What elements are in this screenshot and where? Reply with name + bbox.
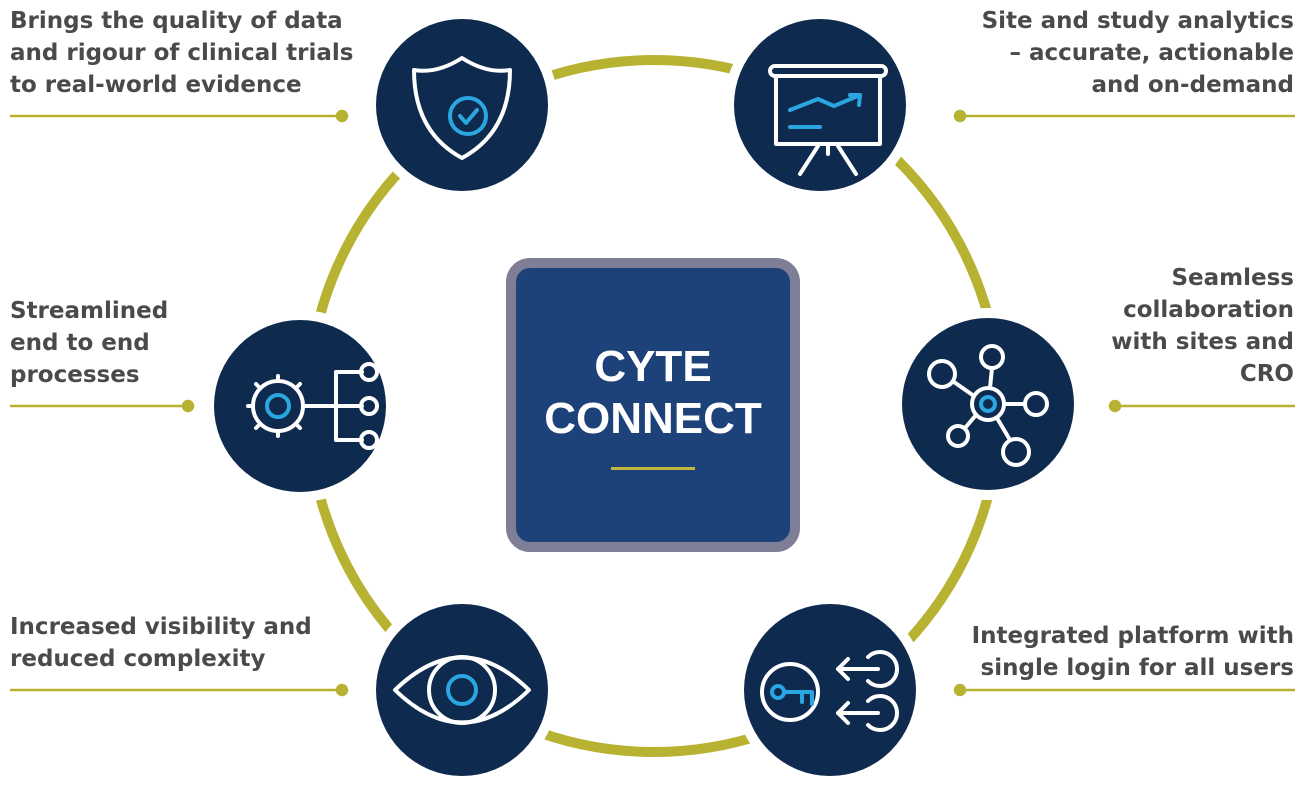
feature-label-line: Site and study analytics: [981, 8, 1294, 34]
node-eye: [366, 594, 558, 786]
node-key: [734, 594, 926, 786]
feature-label-line: Seamless: [1171, 265, 1294, 291]
node-hub: [892, 308, 1084, 500]
feature-label-line: Integrated platform with: [971, 623, 1294, 649]
feature-label-line: CRO: [1239, 361, 1294, 387]
feature-label-line: Brings the quality of data: [10, 8, 343, 34]
node-gear: [204, 310, 396, 502]
center-title: CYTE CONNECT: [544, 341, 762, 445]
node-shield: [366, 9, 558, 201]
feature-label-line: and on-demand: [1091, 72, 1294, 98]
feature-label-line: Increased visibility and: [10, 614, 312, 640]
key-login-icon: [760, 650, 900, 732]
node-presentation: [724, 9, 916, 201]
feature-label-line: Streamlined: [10, 298, 169, 324]
center-box: CYTE CONNECT: [506, 258, 800, 552]
gear-network-icon: [246, 362, 379, 450]
feature-label-data-quality: Brings the quality of data and rigour of…: [10, 5, 353, 101]
feature-label-login: Integrated platform with single login fo…: [972, 620, 1294, 684]
presentation-chart-icon: [768, 64, 888, 176]
center-underline: [611, 466, 695, 470]
feature-label-line: – accurate, actionable: [1009, 40, 1294, 66]
feature-label-line: end to end: [10, 330, 150, 356]
feature-label-line: reduced complexity: [10, 646, 266, 672]
center-title-line: CYTE: [594, 341, 712, 391]
eye-icon: [393, 655, 531, 725]
feature-label-analytics: Site and study analytics – accurate, act…: [982, 5, 1294, 101]
feature-label-line: single login for all users: [980, 655, 1294, 681]
center-title-line: CONNECT: [544, 393, 762, 443]
shield-check-icon: [412, 56, 512, 160]
feature-label-processes: Streamlined end to end processes: [10, 295, 168, 391]
feature-label-visibility: Increased visibility and reduced complex…: [10, 611, 312, 675]
feature-label-line: processes: [10, 362, 140, 388]
feature-label-line: to real-world evidence: [10, 72, 302, 98]
hub-network-icon: [927, 344, 1049, 467]
feature-label-collaboration: Seamless collaboration with sites and CR…: [1111, 262, 1294, 390]
feature-label-line: and rigour of clinical trials: [10, 40, 354, 66]
feature-label-line: collaboration: [1123, 297, 1294, 323]
leader-lines: [10, 109, 1295, 697]
feature-label-line: with sites and: [1111, 329, 1294, 355]
